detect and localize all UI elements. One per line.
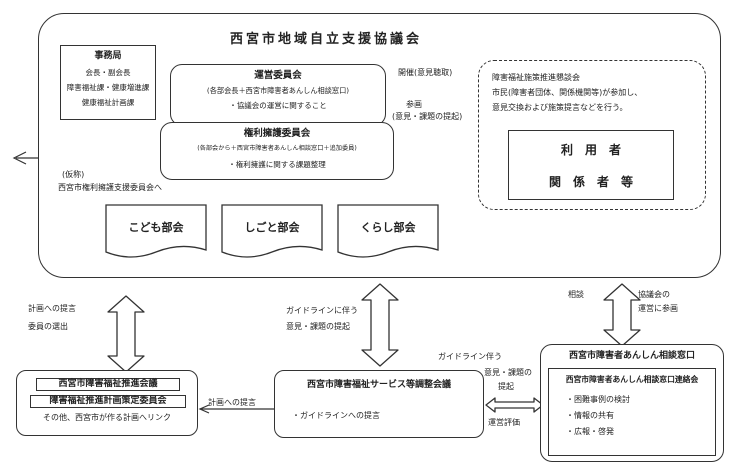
anshin-item-3: ・広報・啓発 (566, 427, 614, 436)
anshin-item-2: ・情報の共有 (566, 411, 614, 420)
guideline-right-label-1: ガイドライン伴う (438, 352, 502, 361)
secretariat-title: 事務局 (94, 51, 122, 61)
provisional-label: (仮称) (62, 170, 85, 179)
member-selection-label: 委員の選出 (28, 322, 68, 331)
users-box (508, 130, 674, 200)
anshin-inner-title: 西宮市障害者あんしん相談窓口連絡会 (565, 375, 699, 384)
anshin-title: 西宮市障害者あんしん相談窓口 (568, 351, 695, 361)
promotion-line-1: 西宮市障害福祉推進会議 (36, 378, 180, 391)
subcommittee-shape-life (337, 204, 439, 258)
operation-eval-label: 運営評価 (488, 418, 520, 427)
secretariat-line-3: 健康福祉計画課 (81, 98, 135, 107)
subcommittee-shape-children (105, 204, 207, 258)
hold-label: 開催(意見聴取) (398, 68, 453, 77)
subcommittee-shape-work (221, 204, 323, 258)
join-label-1: 協議会の (638, 290, 670, 299)
rights-committee-line-1: (各部会から＋西宮市障害者あんしん相談窓口＋追加委員) (197, 145, 357, 152)
subcommittee-life: くらし部会 (360, 221, 416, 234)
rights-committee-box (160, 122, 394, 180)
opinion-label: (意見・課題の提起) (392, 112, 463, 121)
plan-proposal-label: 計画への提言 (28, 304, 76, 313)
steering-committee-line-1: (各部会長＋西宮市障害者あんしん相談窓口) (206, 86, 350, 95)
consult-label: 相談 (568, 290, 584, 299)
steering-committee-title: 運営委員会 (254, 70, 302, 81)
rights-committee-title: 権利擁護委員会 (243, 128, 311, 139)
secretariat-box (60, 45, 156, 120)
guideline-label-1: ガイドラインに伴う (286, 306, 358, 315)
guideline-label-2: 意見・課題の提起 (286, 322, 350, 331)
forum-title: 障害福祉施策推進懇談会 (492, 73, 580, 82)
promotion-line-2: 障害福祉推進計画策定委員会 (30, 395, 186, 408)
anshin-inner-box (548, 368, 716, 456)
join-label-2: 運営に参画 (638, 304, 678, 313)
forum-line-1: 市民(障害者団体、関係機関等)が参加し、 (492, 88, 643, 97)
double-arrow-center (361, 283, 399, 367)
stakeholders-label: 関 係 者 等 (548, 175, 633, 189)
steering-committee-line-2: ・協議会の運営に関すること (229, 101, 327, 110)
participate-label: 参画 (406, 100, 422, 109)
anshin-item-1: ・困難事例の検討 (566, 395, 630, 404)
plan-proposal-bottom-label: 計画への提言 (208, 398, 256, 407)
forum-line-2: 意見交換および施策提言などを行う。 (492, 103, 628, 112)
provisional-committee-label: 西宮市権利擁護支援委員会へ (58, 183, 162, 192)
users-label: 利 用 者 (560, 143, 621, 157)
adjust-line: ・ガイドラインへの提言 (292, 411, 380, 420)
promotion-box (16, 370, 198, 436)
subcommittee-work: しごと部会 (244, 221, 300, 234)
council-title: 西宮市地域自立支援協議会 (230, 32, 423, 47)
adjust-box (274, 370, 484, 438)
secretariat-line-2: 障害福祉課・健康増進課 (66, 83, 150, 92)
guideline-right-label-3: 提起 (498, 382, 514, 391)
subcommittee-children: こども部会 (128, 221, 184, 234)
promotion-line-3: その他、西宮市が作る計画へリンク (43, 413, 171, 422)
rights-committee-line-2: ・権利擁護に関する課題整理 (228, 160, 326, 169)
adjust-title: 西宮市障害福祉サービス等調整会議 (306, 380, 451, 390)
guideline-right-label-2: 意見・課題の (484, 368, 532, 377)
secretariat-line-1: 会長・副会長 (85, 68, 131, 77)
